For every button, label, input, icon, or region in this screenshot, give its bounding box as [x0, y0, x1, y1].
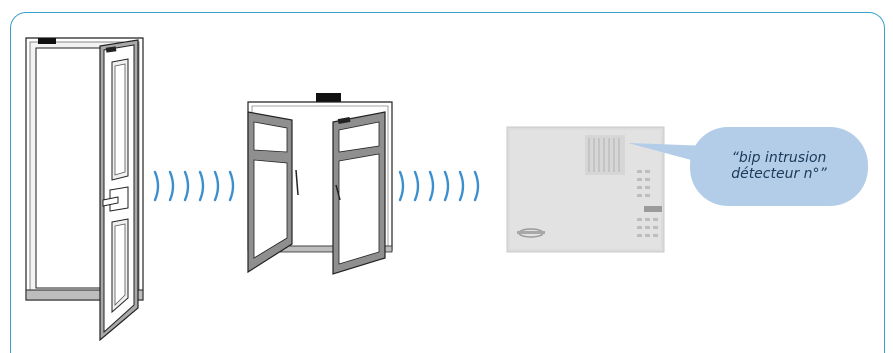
bubble-line-1: “bip intrusion — [704, 150, 854, 166]
speech-bubble-text: “bip intrusion détecteur n°” — [704, 150, 854, 182]
window-illustration — [248, 93, 392, 274]
signal-waves-left — [155, 172, 233, 200]
speaker-grille — [585, 135, 625, 175]
door-illustration — [26, 38, 143, 340]
door-detector — [38, 38, 56, 44]
window-detector — [316, 93, 341, 102]
bubble-line-2: détecteur n°” — [704, 166, 854, 182]
signal-waves-right — [400, 172, 478, 200]
